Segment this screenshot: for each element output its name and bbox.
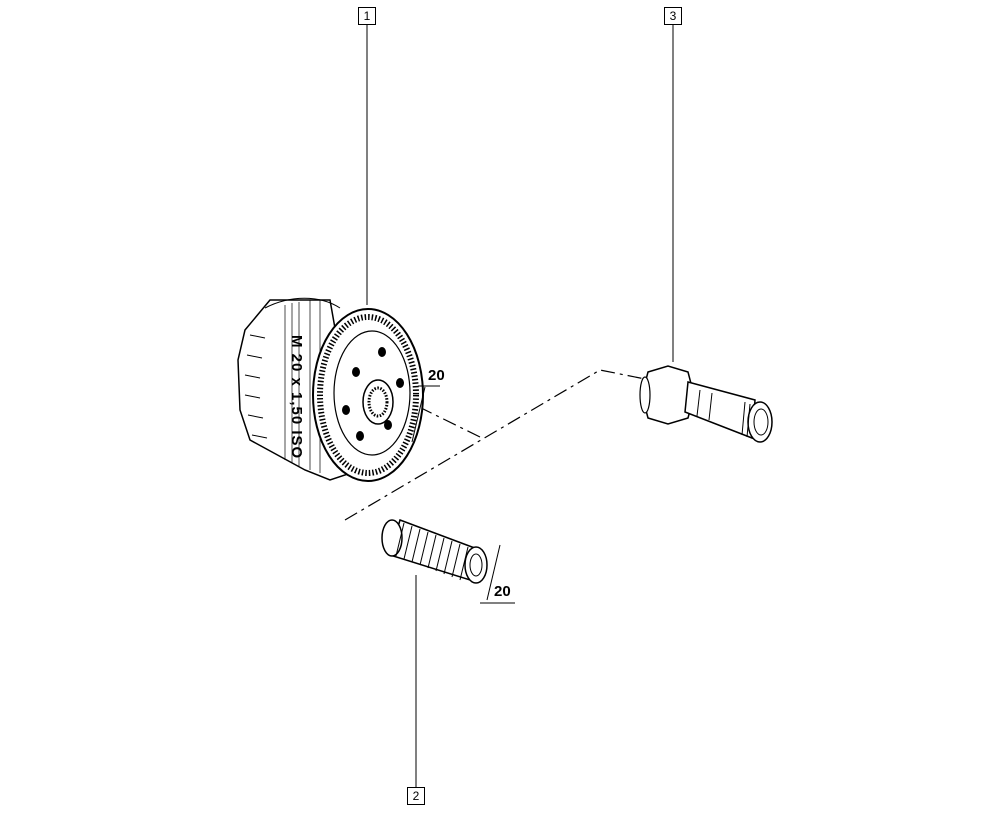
callout-1: 1 <box>358 7 376 25</box>
assembly-axis <box>344 369 651 521</box>
thread-marking: M 20 x 1,50 ISO <box>288 335 305 460</box>
hex-adapter-part <box>639 365 773 443</box>
dimension-label-nipple: 20 <box>494 583 511 600</box>
dimension-label-filter: 20 <box>428 367 445 384</box>
threaded-nipple-part <box>381 519 515 604</box>
callout-2: 2 <box>407 787 425 805</box>
callout-3: 3 <box>664 7 682 25</box>
assembly-axis-filter <box>414 404 481 438</box>
oil-filter-part <box>237 297 440 482</box>
